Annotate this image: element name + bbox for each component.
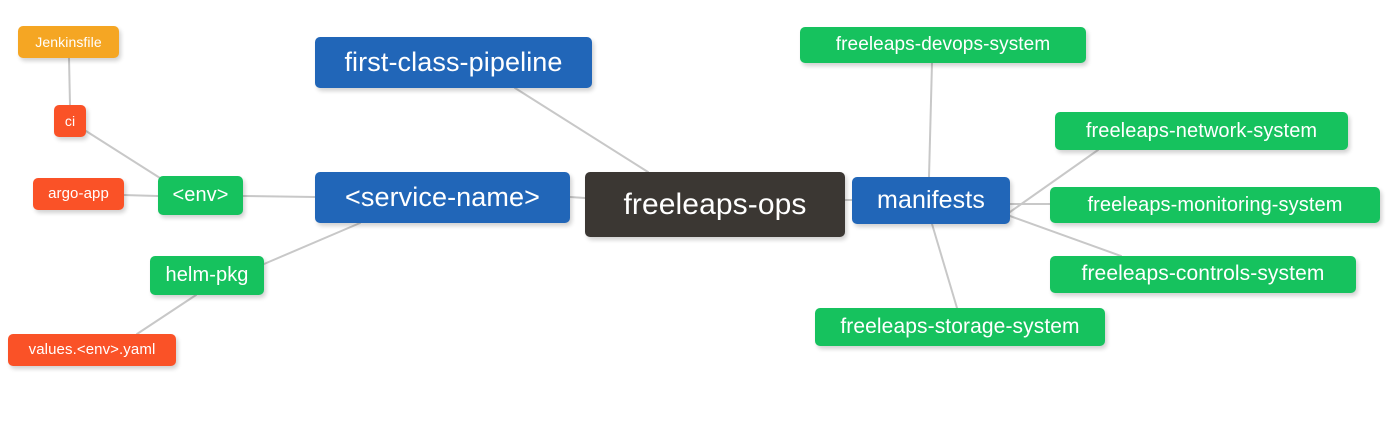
edge-service-name-to-helm-pkg	[263, 222, 361, 265]
node-label: <env>	[172, 184, 229, 206]
node-label: helm-pkg	[165, 264, 249, 286]
node-manifests[interactable]: manifests	[852, 177, 1010, 224]
node-label: freeleaps-network-system	[1085, 119, 1318, 142]
node-network-sys[interactable]: freeleaps-network-system	[1055, 112, 1348, 150]
node-pipeline[interactable]: first-class-pipeline	[315, 37, 592, 88]
node-env[interactable]: <env>	[158, 176, 243, 215]
edge-jenkinsfile-to-ci	[68, 57, 71, 106]
node-service-name[interactable]: <service-name>	[315, 172, 570, 223]
edge-pipeline-to-root	[514, 87, 649, 173]
node-label: <service-name>	[345, 182, 540, 213]
node-label: first-class-pipeline	[344, 47, 563, 78]
node-label: ci	[64, 112, 76, 129]
node-label: freeleaps-ops	[623, 187, 807, 221]
node-controls-sys[interactable]: freeleaps-controls-system	[1050, 256, 1356, 293]
node-label: values.<env>.yaml	[28, 341, 156, 359]
node-storage-sys[interactable]: freeleaps-storage-system	[815, 308, 1105, 346]
node-jenkinsfile[interactable]: Jenkinsfile	[18, 26, 119, 58]
node-label: freeleaps-devops-system	[835, 34, 1051, 56]
edge-service-name-to-root	[569, 196, 586, 199]
node-monitoring-sys[interactable]: freeleaps-monitoring-system	[1050, 187, 1380, 223]
edge-argo-app-to-env	[123, 194, 159, 197]
node-label: Jenkinsfile	[35, 33, 102, 50]
node-ci[interactable]: ci	[54, 105, 86, 137]
node-argo-app[interactable]: argo-app	[33, 178, 124, 210]
edge-helm-pkg-to-values-yaml	[136, 294, 197, 335]
node-label: argo-app	[48, 185, 109, 203]
edge-ci-to-env	[85, 130, 161, 179]
edge-manifests-to-devops-sys	[928, 62, 933, 178]
node-root[interactable]: freeleaps-ops	[585, 172, 845, 237]
node-label: freeleaps-controls-system	[1081, 262, 1325, 286]
node-label: freeleaps-storage-system	[840, 314, 1080, 338]
node-devops-sys[interactable]: freeleaps-devops-system	[800, 27, 1086, 63]
node-label: freeleaps-monitoring-system	[1087, 193, 1343, 216]
edge-env-to-service-name	[242, 195, 316, 198]
node-values-yaml[interactable]: values.<env>.yaml	[8, 334, 176, 366]
edge-manifests-to-storage-sys	[931, 223, 958, 309]
node-helm-pkg[interactable]: helm-pkg	[150, 256, 264, 295]
node-label: manifests	[877, 186, 985, 215]
